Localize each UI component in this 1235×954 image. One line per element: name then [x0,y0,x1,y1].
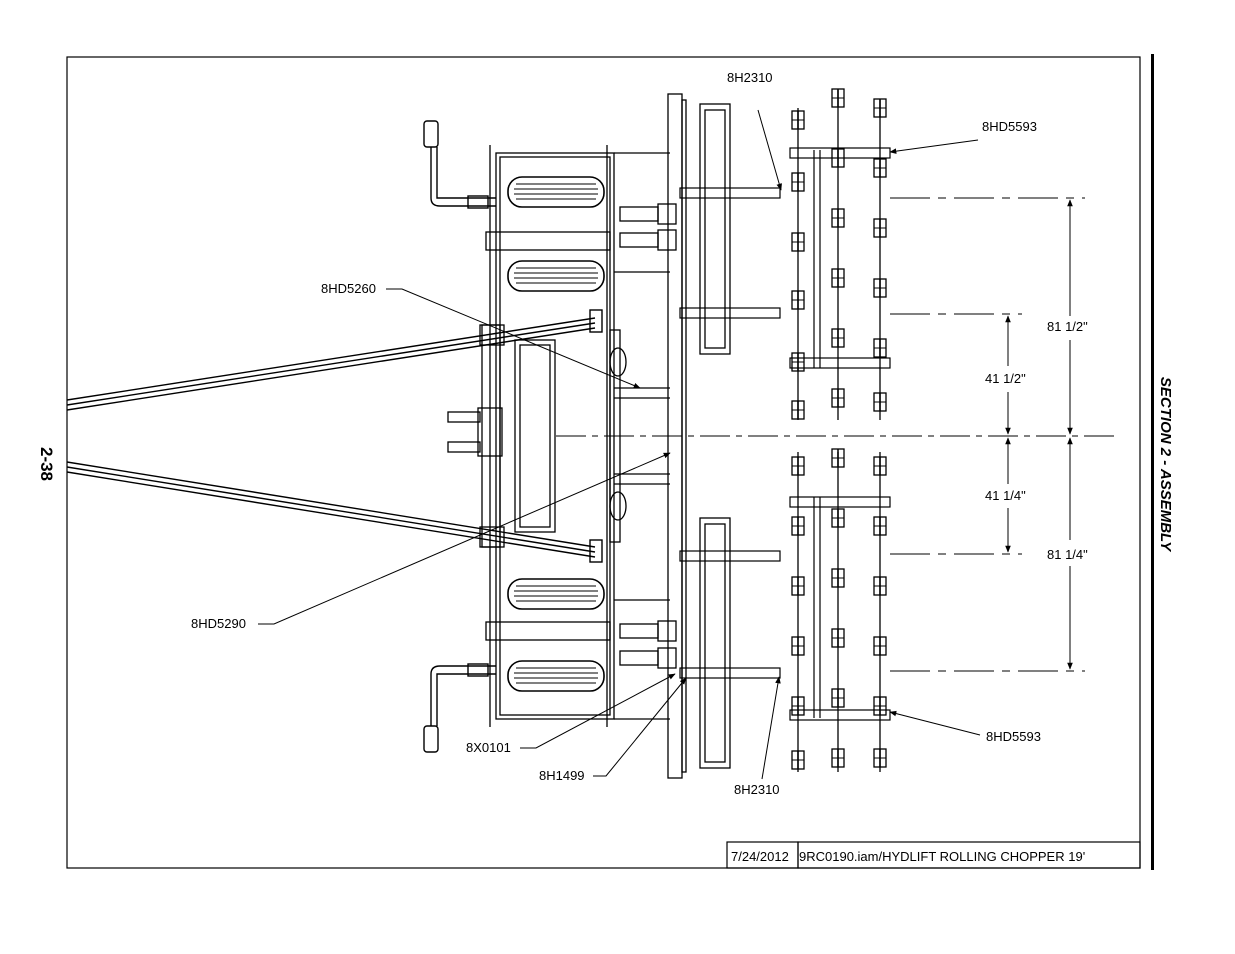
leader-lines [258,109,981,780]
dim-upper-inner: 41 1/2" [985,371,1026,386]
gauge-wheel-arms [423,120,496,753]
dim-upper-outer: 81 1/2" [1047,319,1088,334]
callout-8hd5593-top: 8HD5593 [982,119,1037,134]
title-block-date: 7/24/2012 [731,849,789,864]
lift-cylinders [619,203,677,669]
section-side-rule [1151,54,1154,870]
callout-8hd5593-bottom: 8HD5593 [986,729,1041,744]
dimension-lines [1005,199,1073,670]
toolbar [667,93,731,779]
drawing-border [66,56,1141,869]
hitch-tongue [66,309,603,563]
chopper-arms [679,147,891,721]
callout-8h2310-top: 8H2310 [727,70,773,85]
dim-lower-outer: 81 1/4" [1047,547,1088,562]
basket-tines [791,88,887,770]
title-block-file-box [797,841,1141,869]
callout-8h1499: 8H1499 [539,768,585,783]
dimension-extension-lines [890,197,1085,672]
title-block-file: 9RC0190.iam/HYDLIFT ROLLING CHOPPER 19' [799,849,1085,864]
rolling-basket-columns [797,90,881,772]
callout-8hd5260: 8HD5260 [321,281,376,296]
callout-8x0101: 8X0101 [466,740,511,755]
dim-lower-inner: 41 1/4" [985,488,1026,503]
callout-8hd5290: 8HD5290 [191,616,246,631]
main-frame [447,145,670,727]
callout-8h2310-bottom: 8H2310 [734,782,780,797]
